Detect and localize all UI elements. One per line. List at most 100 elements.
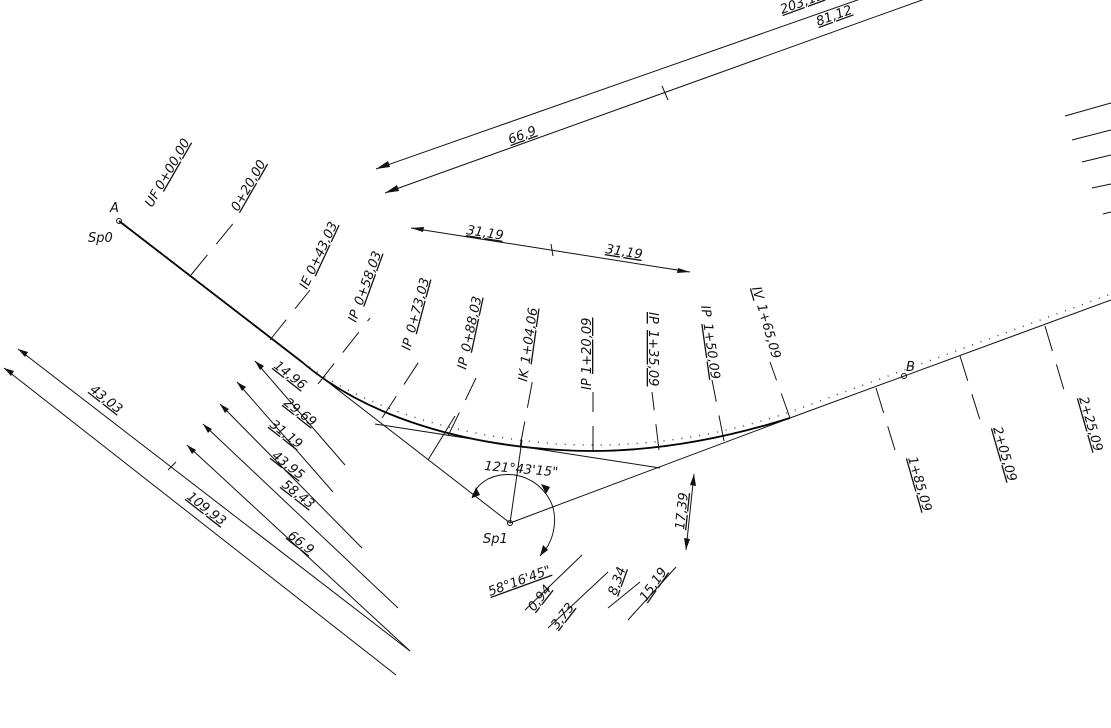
dim-line-right [1064, 102, 1111, 117]
point-a-marker [116, 218, 122, 224]
station-value: 0+20,00 [228, 158, 269, 214]
dim-tick [167, 461, 177, 471]
arrowhead-icon [237, 382, 246, 391]
station-tick [1044, 325, 1065, 391]
station-tick [269, 289, 311, 341]
station-label: IP 1+20,09 [580, 318, 595, 390]
dim-line-top [384, 0, 924, 194]
arrowhead-icon [255, 361, 264, 370]
station-label: 0+20,00 [228, 158, 269, 214]
station-value: 1+35,09 [645, 330, 660, 386]
station-prefix: IP [580, 378, 595, 390]
station-tick [651, 391, 660, 451]
station-value: 0+58,03 [352, 249, 385, 307]
station-tick [769, 361, 791, 419]
arrowhead-icon [18, 349, 28, 357]
station-value: 1+04,06 [519, 307, 542, 365]
station-tick [447, 377, 477, 437]
station-ticks [190, 214, 1065, 452]
station-value: 1+85,09 [904, 455, 934, 513]
central-angle-label: 121°43'15" [484, 459, 559, 480]
deflection-angle-arc [539, 493, 556, 557]
dim-label: 31,19 [465, 223, 504, 244]
dim-line-right [1071, 129, 1111, 141]
dim-line-left [186, 444, 411, 652]
station-label: IP 0+58,03 [346, 249, 386, 324]
dim-tick [550, 243, 554, 257]
station-tick [190, 214, 241, 276]
dim-line-left [254, 360, 346, 466]
station-prefix: IP [399, 337, 417, 352]
station-label: IE 0+43,03 [297, 220, 341, 292]
station-label: 1+85,09 [904, 455, 934, 513]
tangent-in-line [118, 220, 303, 363]
dim-line-right [1102, 211, 1111, 215]
station-value: 1+65,09 [753, 302, 783, 360]
station-value: 0+88,03 [459, 295, 485, 353]
dim-line-bottom [685, 473, 695, 551]
dim-line-left [219, 403, 363, 549]
dim-label: 66,9 [506, 124, 538, 148]
alignment [118, 220, 1111, 557]
dim-line-mid [410, 227, 691, 273]
dim-line-top-total [375, 0, 860, 170]
station-label: 2+05,09 [989, 425, 1019, 483]
chord-line [509, 417, 791, 524]
dim-label: 109,93 [184, 489, 229, 529]
station-label: UF 0+00,00 [142, 136, 193, 210]
arrowhead-icon [540, 545, 548, 556]
dim-label: 15,19 [637, 565, 671, 604]
station-tick [711, 379, 725, 442]
arrowhead-icon [472, 487, 480, 498]
station-prefix: IP [645, 312, 660, 324]
dim-line-right [1091, 183, 1111, 189]
arrowhead-icon [203, 424, 212, 433]
dim-line-left [202, 423, 399, 609]
station-label: 2+25,09 [1075, 395, 1105, 453]
dim-line-left [3, 367, 397, 676]
station-prefix: IP [455, 356, 472, 371]
dim-label: 31,19 [604, 242, 643, 263]
arrowhead-icon [677, 268, 690, 273]
dimension-lines [3, 0, 1111, 676]
dim-line-bottom [547, 571, 609, 629]
angle-labels: 121°43'15" 58°16'45" [484, 459, 559, 600]
station-label: IP 0+73,03 [399, 276, 433, 352]
station-value: 1+20,09 [580, 318, 595, 374]
point-a-label: A [109, 201, 119, 216]
station-prefix: IE [297, 274, 316, 292]
dim-label: 17,39 [673, 492, 692, 531]
dim-label: 3,73 [548, 600, 578, 632]
chord-line [427, 415, 456, 461]
station-tick [381, 359, 421, 419]
dim-label: 81,12 [814, 3, 854, 30]
arrowhead-icon [385, 185, 399, 193]
station-value: 1+50,09 [700, 322, 723, 380]
point-b-label: B [906, 360, 915, 375]
dim-label: 8,34 [606, 565, 630, 597]
arrowhead-icon [376, 161, 390, 169]
point-sp0-label: Sp0 [88, 231, 113, 246]
dim-tick [661, 85, 669, 101]
curve-arc [301, 361, 791, 452]
chord-line [301, 361, 511, 524]
dim-label: 66,9 [285, 528, 317, 558]
station-prefix: IV [748, 285, 766, 302]
station-label: IP 1+50,09 [697, 304, 722, 380]
station-prefix: IK [516, 367, 533, 383]
station-value: 2+25,09 [1075, 395, 1105, 453]
station-prefix: IP [346, 308, 364, 324]
point-sp1-marker [507, 520, 513, 526]
station-prefix: IP [697, 304, 714, 318]
tangent-out-line [789, 299, 1111, 419]
station-label: IV 1+65,09 [748, 285, 783, 361]
arrowhead-icon [4, 368, 14, 376]
station-label: IP 1+35,09 [645, 312, 660, 386]
dim-line-bottom [607, 581, 641, 609]
dim-line-right [1081, 154, 1111, 163]
station-tick [959, 355, 981, 421]
dim-line-left [17, 348, 411, 652]
arrowhead-icon [411, 227, 424, 232]
